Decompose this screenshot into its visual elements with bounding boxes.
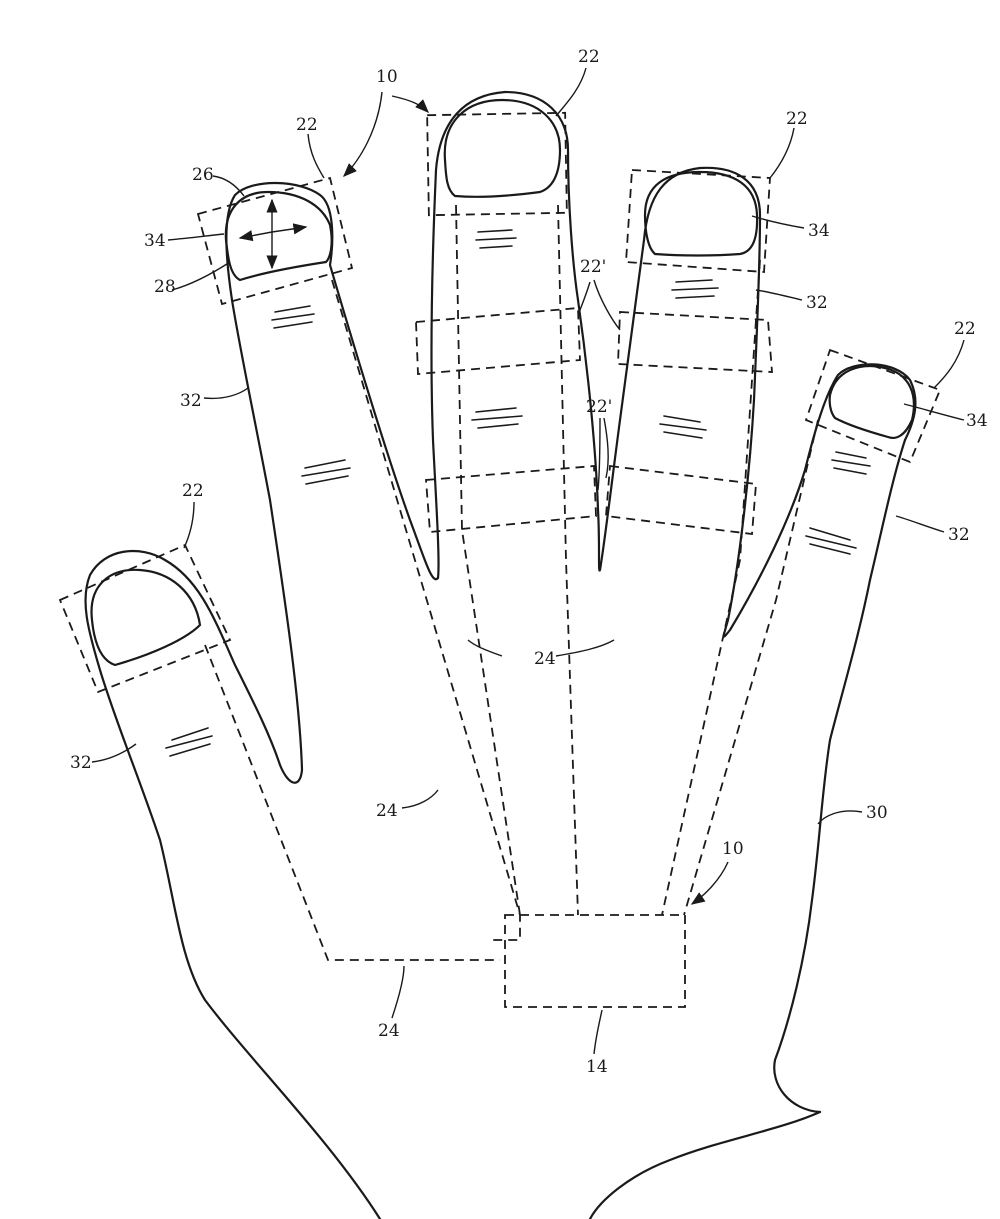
signal-paths (204, 204, 819, 961)
index-sensor-box (196, 176, 354, 306)
thumb-nail (90, 568, 202, 667)
label-path-thumb: 24 (378, 1021, 400, 1041)
reference-numerals: 10 10 22 22 22 22 22 22' 22' 26 28 34 34… (70, 47, 988, 1077)
pinky-sensor-box (804, 348, 942, 464)
nail-sensor-boxes (58, 111, 942, 694)
ring-nail (643, 170, 759, 257)
label-nail-sensor-middle: 22 (578, 47, 600, 67)
label-finger-thumb: 32 (70, 753, 92, 773)
thumb-outline (84, 298, 382, 1219)
index-finger-outline (225, 90, 580, 581)
force-arrows-icon (238, 198, 308, 270)
middle-finger-outline (576, 166, 917, 638)
label-hand: 30 (866, 803, 888, 823)
label-finger-index: 32 (180, 391, 202, 411)
label-nail-sensor-thumb: 22 (182, 481, 204, 501)
label-device-upper: 10 (376, 67, 398, 87)
path-middle-right (557, 204, 579, 916)
knuckle-creases (165, 229, 871, 757)
thumb-sensor-box (58, 543, 232, 694)
label-path-index: 24 (376, 801, 398, 821)
label-control-unit: 14 (586, 1057, 608, 1077)
path-index (331, 279, 521, 941)
label-path-middle: 24 (534, 649, 556, 669)
label-finger-pinky: 32 (948, 525, 970, 545)
label-finger-ring: 32 (806, 293, 828, 313)
path-middle-left (455, 204, 521, 916)
index-nail (224, 190, 333, 282)
leader-lines (91, 67, 965, 1055)
path-pinky (683, 419, 819, 916)
band-sensor-boxes (415, 307, 773, 536)
label-touch-point: 28 (154, 277, 176, 297)
middle-nail (443, 98, 562, 198)
label-nail-sensor-pinky: 22 (954, 319, 976, 339)
path-thumb (204, 644, 500, 961)
ring-sensor-box (625, 169, 771, 273)
wrist-right (588, 1110, 822, 1219)
label-nail-sensor-ring: 22 (786, 109, 808, 129)
label-nail-sensor-index: 22 (296, 115, 318, 135)
pinky-outline (773, 438, 907, 1114)
control-unit-box (504, 914, 686, 1008)
pinky-nail (828, 365, 915, 439)
middle-lower-band (425, 465, 597, 533)
middle-upper-band (415, 307, 581, 375)
ring-upper-band (617, 311, 773, 373)
label-nail-index: 34 (144, 231, 166, 251)
label-nail-ring: 34 (808, 221, 830, 241)
path-ring (661, 259, 761, 916)
label-band-sensor-lower: 22' (586, 397, 612, 417)
ring-lower-band (605, 464, 757, 536)
label-band-sensor-upper: 22' (580, 257, 606, 277)
label-force-arrows: 26 (192, 165, 214, 185)
label-nail-pinky: 34 (966, 411, 988, 431)
label-device-lower: 10 (722, 839, 744, 859)
middle-sensor-box (426, 111, 568, 217)
